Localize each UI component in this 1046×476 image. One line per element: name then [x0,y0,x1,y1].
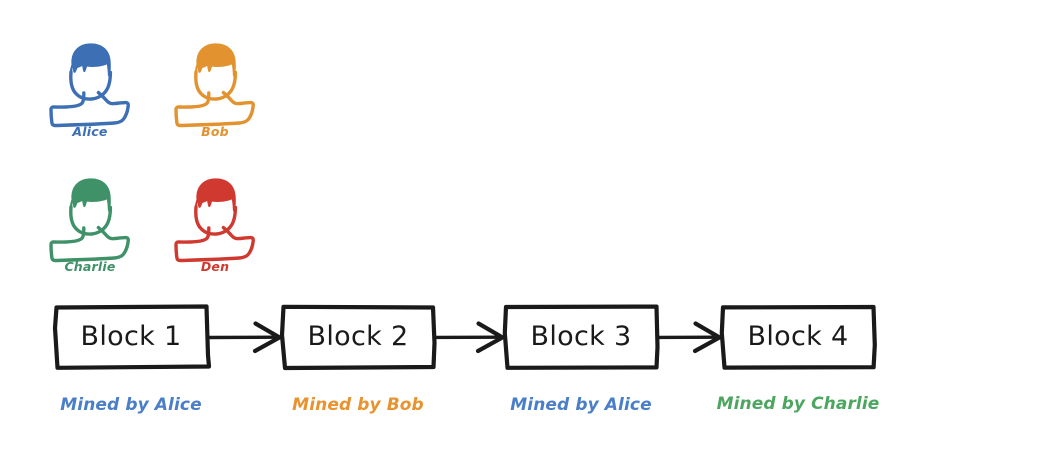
person-avatar-icon [49,43,130,128]
block-label-4[interactable]: Block 4 [747,321,849,352]
person-avatar-icon [174,43,255,128]
block-label-1[interactable]: Block 1 [80,321,182,352]
miner-caption-2: Mined by Bob [292,395,424,415]
blockchain-group: Block 1 Block 2 Block 3 Block 4 Mined by… [0,295,1046,435]
arrow-right-icon [434,321,505,354]
chain-graphics [52,304,877,371]
participant-name: Den [200,259,230,274]
participants-group: Alice Bob Charlie Den [0,0,300,285]
miner-caption-1: Mined by Alice [60,395,202,415]
arrow-right-icon [208,321,282,354]
participant-bob[interactable]: Bob [155,30,275,155]
participant-name: Bob [201,124,229,139]
miner-caption-3: Mined by Alice [510,395,652,415]
participant-alice[interactable]: Alice [30,30,150,155]
miner-caption-4: Mined by Charlie [716,394,880,414]
participant-name: Charlie [64,259,116,274]
block-label-3[interactable]: Block 3 [530,321,632,352]
arrow-right-icon [657,321,722,354]
person-avatar-icon [174,178,255,263]
block-box-2 [279,304,437,371]
participant-charlie[interactable]: Charlie [30,165,150,290]
block-label-2[interactable]: Block 2 [307,321,409,352]
participant-den[interactable]: Den [155,165,275,290]
block-box-4 [719,304,877,370]
block-box-3 [502,304,660,370]
participant-name: Alice [72,124,108,139]
person-avatar-icon [49,178,130,263]
block-box-1 [52,304,212,370]
